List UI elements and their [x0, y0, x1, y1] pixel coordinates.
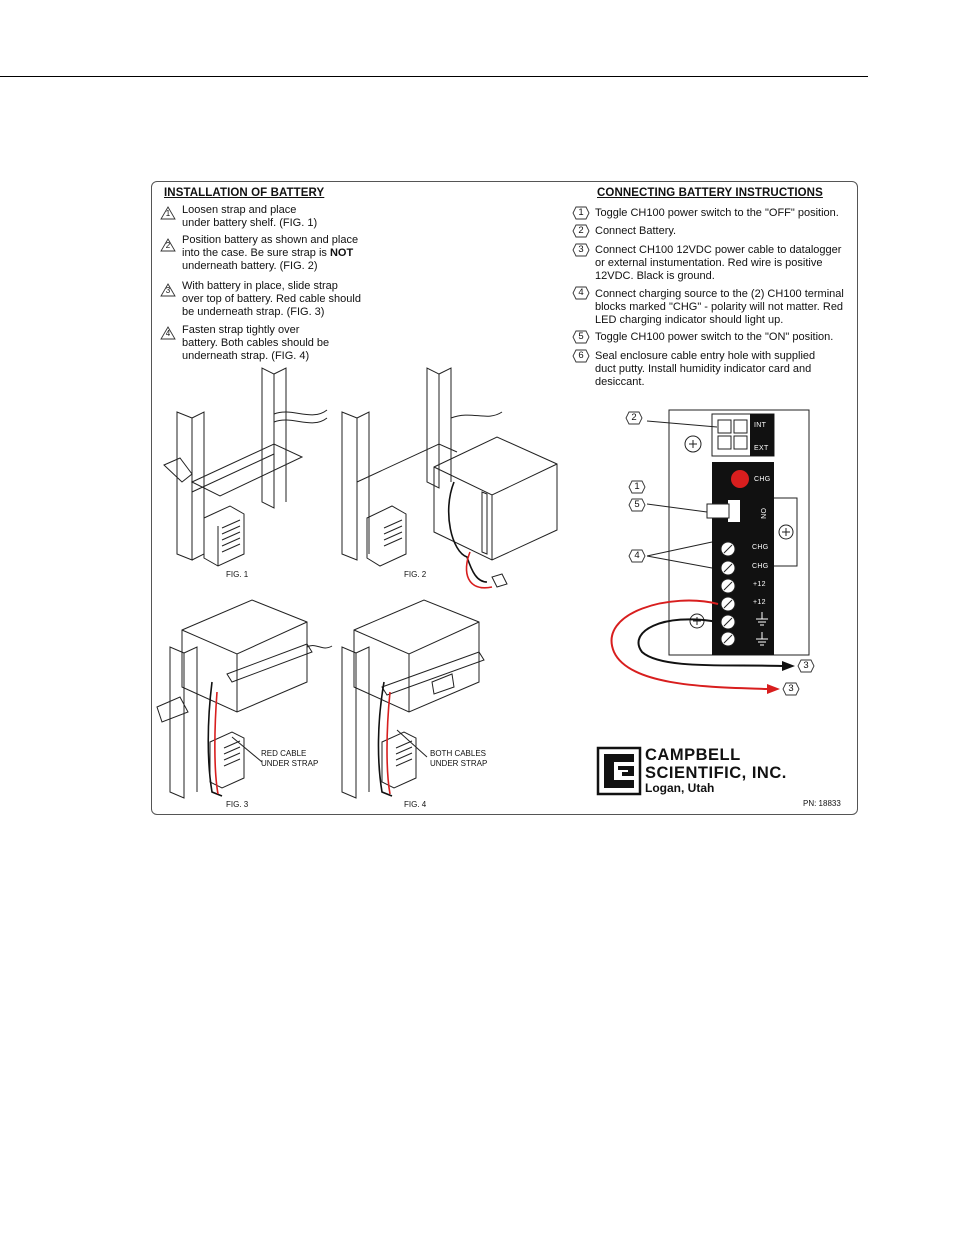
terminal-chg-1-label: CHG — [752, 544, 769, 551]
logo-location: Logan, Utah — [645, 781, 715, 795]
on-label: ON — [759, 508, 766, 520]
step-1-triangle-icon: 1 — [160, 206, 176, 220]
header-rule — [0, 76, 868, 77]
panel-callout-3-red: 3 — [782, 682, 800, 696]
panel-callout-2: 2 — [625, 411, 643, 425]
panel-callout-1: 1 — [628, 480, 646, 494]
step-2-triangle-icon: 2 — [160, 238, 176, 252]
connect-step-1-number-icon: 1 — [572, 206, 590, 220]
connect-step-3-number-icon: 3 — [572, 243, 590, 257]
step-3-triangle-icon: 3 — [160, 283, 176, 297]
fig-3-annotation: RED CABLE UNDER STRAP — [261, 749, 319, 768]
ext-label: EXT — [754, 445, 769, 452]
fig-3-label: FIG. 3 — [226, 800, 249, 809]
ch100-charger-panel — [610, 409, 810, 694]
fig-1-label: FIG. 1 — [226, 570, 249, 579]
chg-led-label: CHG — [754, 476, 771, 483]
install-step-1: Loosen strap and place under battery she… — [182, 204, 318, 230]
step-4-triangle-icon: 4 — [160, 326, 176, 340]
connect-step-4-number-icon: 4 — [572, 286, 590, 300]
connect-step-6-number-icon: 6 — [572, 349, 590, 363]
terminal-chg-2-label: CHG — [752, 563, 769, 570]
logo-scientific: SCIENTIFIC, INC. — [645, 764, 787, 782]
fig-4-label: FIG. 4 — [404, 800, 427, 809]
terminal-12v-1-label: +12 — [753, 581, 766, 588]
install-step-2: Position battery as shown and place into… — [182, 234, 359, 273]
logo-campbell: CAMPBELL — [645, 746, 741, 764]
fig-1-bracket — [163, 367, 328, 567]
installation-heading: INSTALLATION OF BATTERY — [164, 187, 325, 199]
connect-step-4: Connect charging source to the (2) CH100… — [595, 288, 844, 327]
connect-step-3: Connect CH100 12VDC power cable to datal… — [595, 244, 842, 283]
connect-step-2: Connect Battery. — [595, 225, 677, 237]
connect-step-6: Seal enclosure cable entry hole with sup… — [595, 350, 816, 389]
fig-4-annotation: BOTH CABLES UNDER STRAP — [430, 749, 488, 768]
campbell-logo-mark — [596, 746, 642, 796]
fig-4-battery-both-cables — [341, 599, 485, 799]
panel-callout-3-black: 3 — [797, 659, 815, 673]
fig-3-battery-strap — [156, 599, 333, 799]
off-label: OFF — [733, 500, 740, 515]
install-step-3: With battery in place, slide strap over … — [182, 280, 361, 319]
panel-callout-5: 5 — [628, 498, 646, 512]
connect-step-5-number-icon: 5 — [572, 330, 590, 344]
panel-callout-4: 4 — [628, 549, 646, 563]
connecting-heading: CONNECTING BATTERY INSTRUCTIONS — [597, 187, 823, 199]
connect-step-2-number-icon: 2 — [572, 224, 590, 238]
part-number: PN: 18833 — [803, 799, 841, 808]
install-step-4: Fasten strap tightly over battery. Both … — [182, 324, 330, 363]
connect-step-1: Toggle CH100 power switch to the "OFF" p… — [595, 207, 839, 219]
installation-figures-drawing — [156, 367, 810, 799]
fig-2-label: FIG. 2 — [404, 570, 427, 579]
terminal-12v-2-label: +12 — [753, 599, 766, 606]
battery-instruction-label: INSTALLATION OF BATTERY 1 Loosen strap a… — [151, 181, 858, 815]
connect-step-5: Toggle CH100 power switch to the "ON" po… — [595, 331, 834, 343]
fig-2-battery — [341, 367, 558, 567]
int-label: INT — [754, 422, 767, 429]
